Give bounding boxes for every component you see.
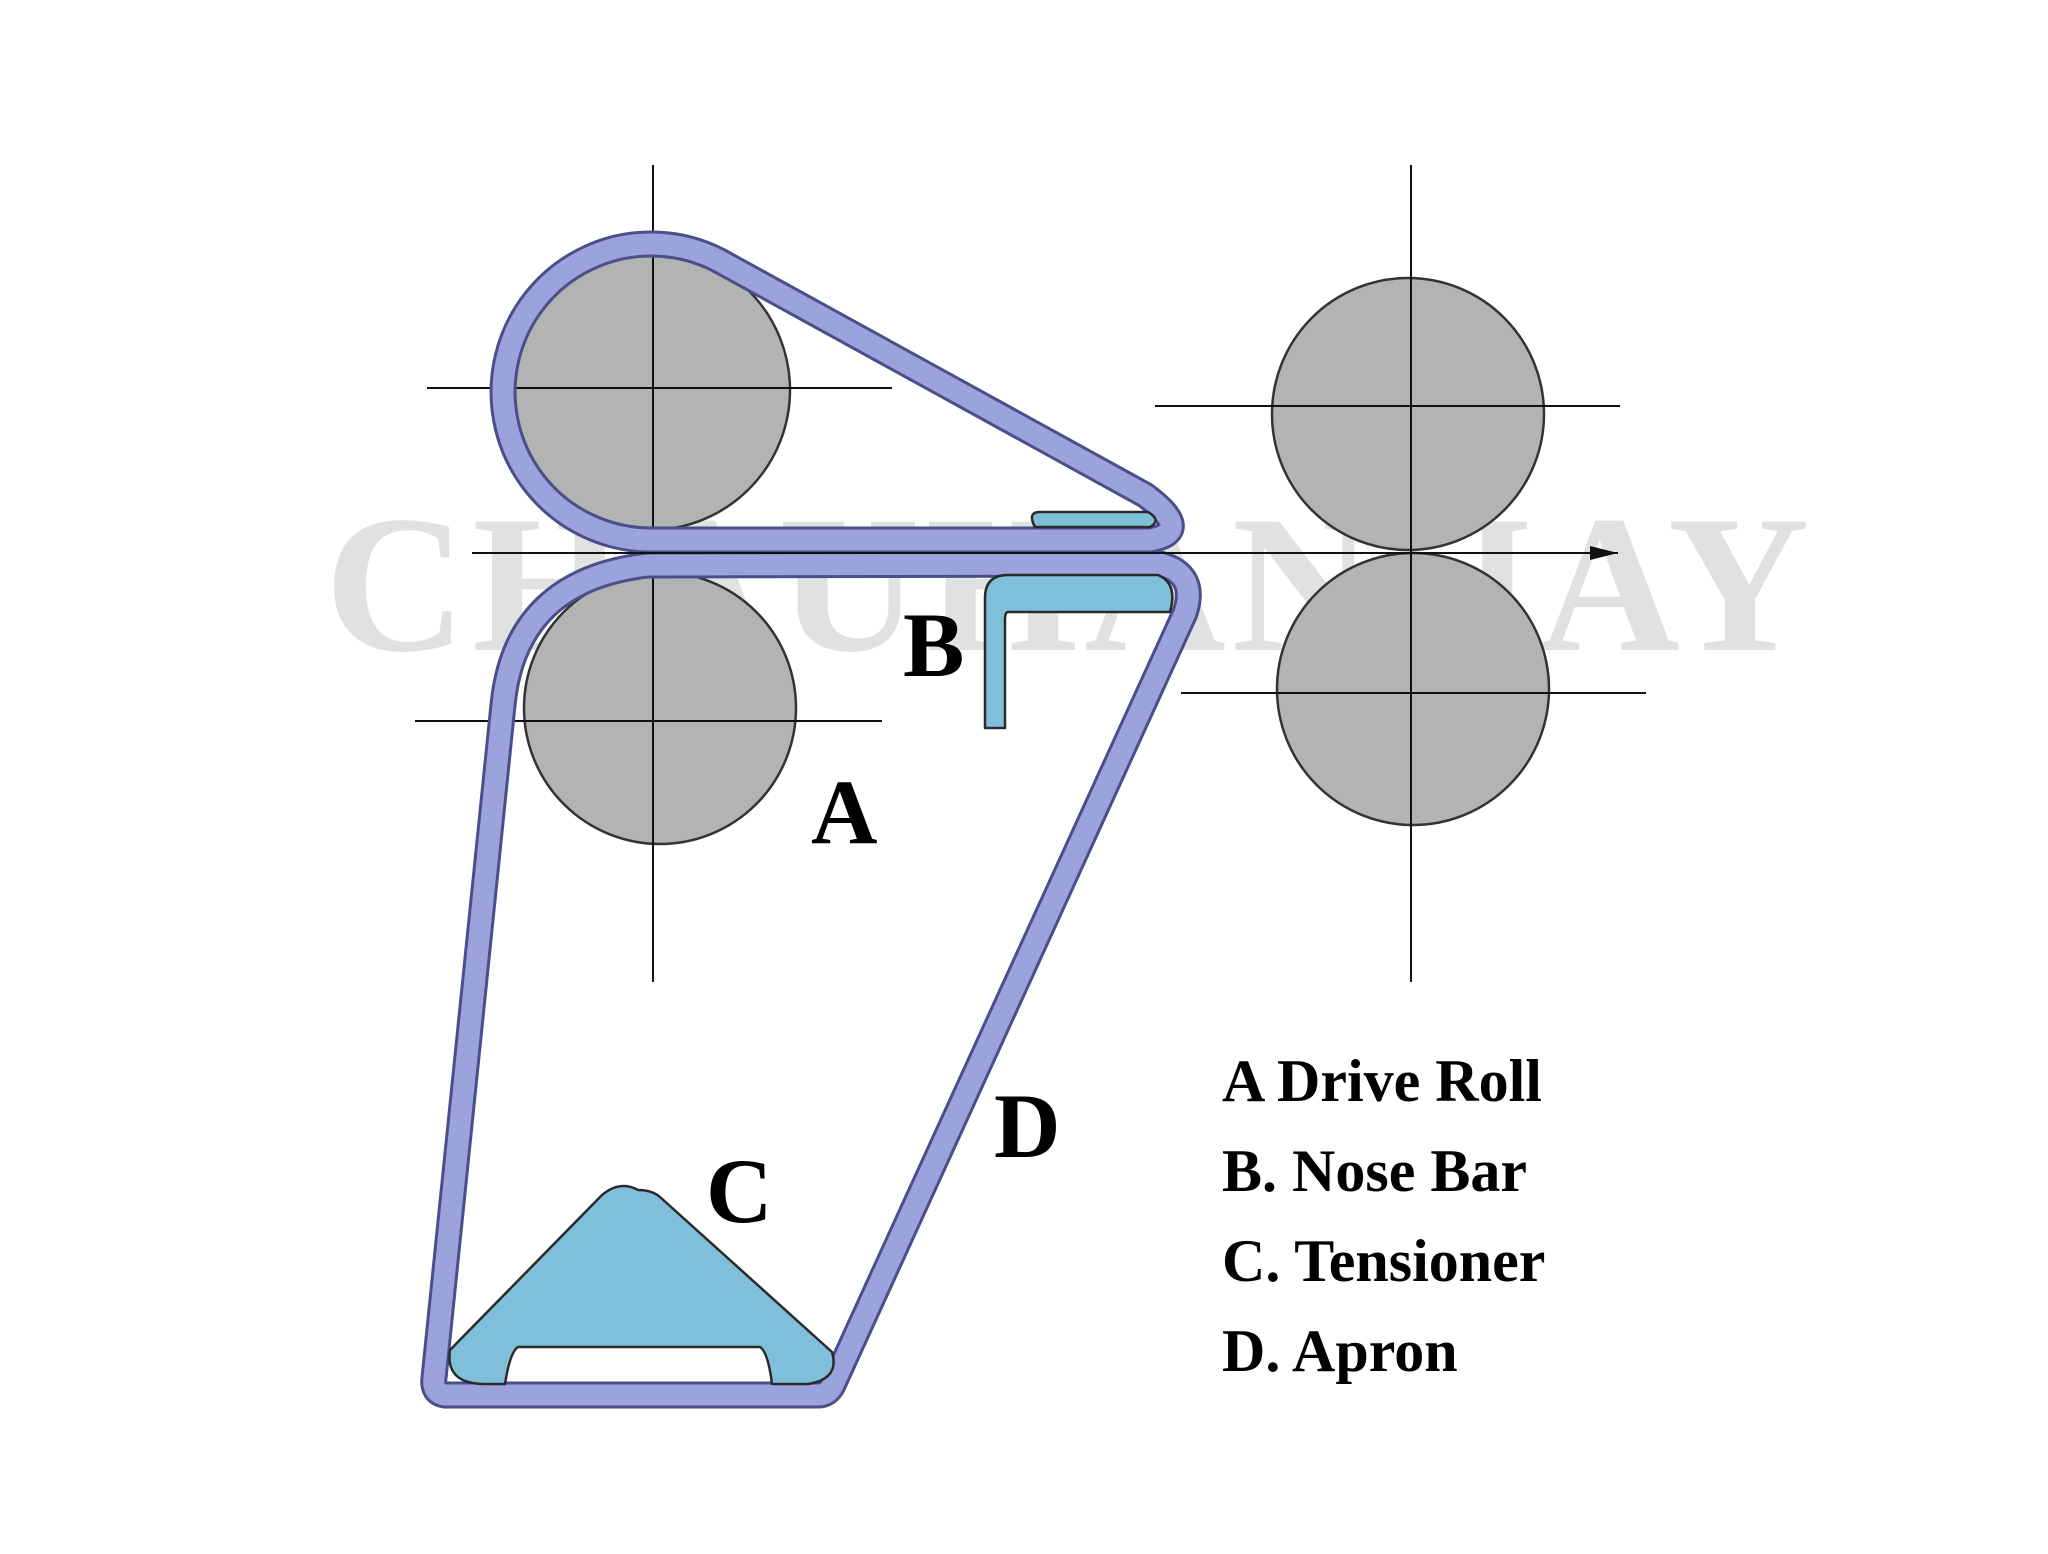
label-d: D [994,1075,1060,1177]
tensioner [448,1184,835,1386]
legend: A Drive Roll B. Nose Bar C. Tensioner D.… [1222,1048,1545,1384]
lower-drive-roll [522,570,798,846]
upper-apron [489,230,1185,554]
label-a: A [811,761,877,863]
label-c: C [706,1140,772,1242]
lower-right-roll [1275,551,1551,827]
legend-item-c: C. Tensioner [1222,1228,1545,1294]
lower-apron [420,550,1202,1409]
legend-item-d: D. Apron [1222,1318,1458,1384]
nose-bar-lower [983,573,1174,730]
upper-right-roll [1270,276,1546,552]
label-b: B [903,594,964,696]
feed-arrowhead [1590,546,1618,560]
legend-item-b: B. Nose Bar [1222,1138,1527,1204]
legend-item-a: A Drive Roll [1222,1048,1542,1114]
nose-bar-upper-strip [1030,510,1157,529]
